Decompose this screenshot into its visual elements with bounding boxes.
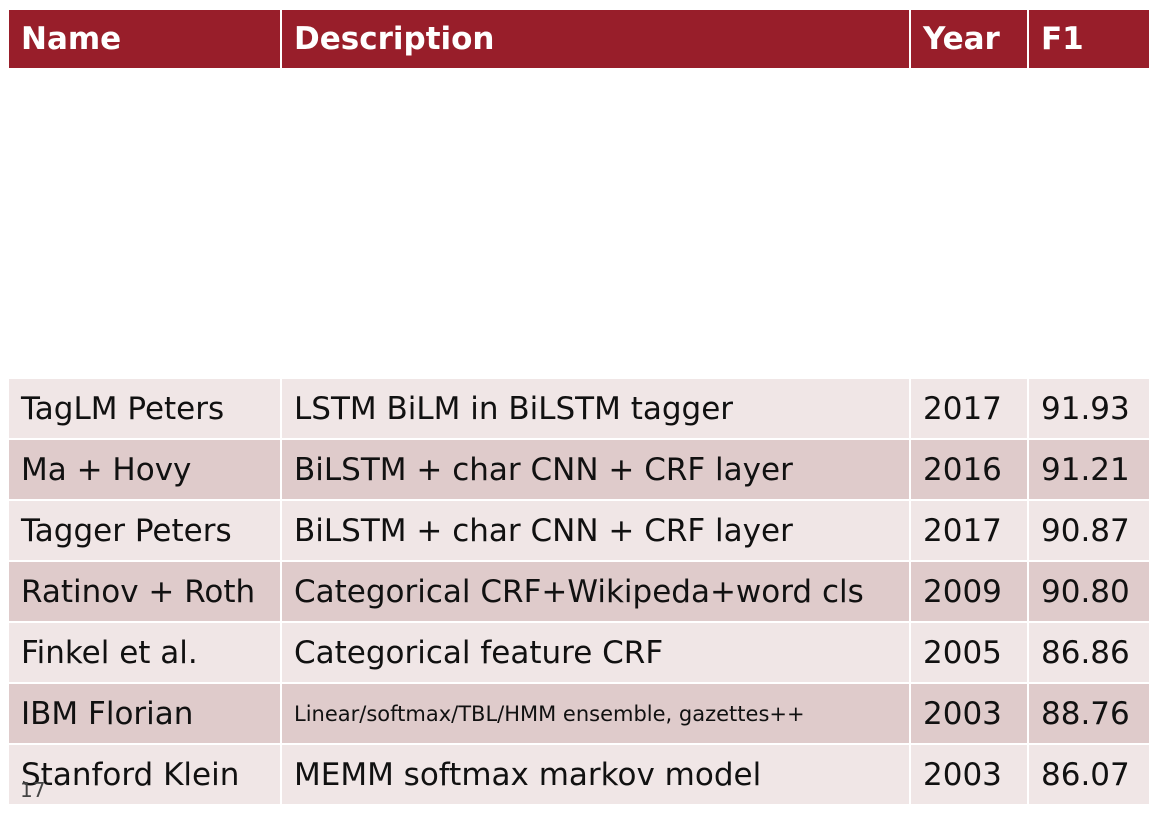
- table-row: TagLM Peters LSTM BiLM in BiLSTM tagger …: [9, 377, 1149, 438]
- table-row: Finkel et al. Categorical feature CRF 20…: [9, 621, 1149, 682]
- cell-description: BiLSTM + char CNN + CRF layer: [282, 501, 911, 560]
- cell-f1: 86.07: [1029, 745, 1149, 804]
- table-row: Stanford Klein MEMM softmax markov model…: [9, 743, 1149, 804]
- cell-f1: 91.93: [1029, 379, 1149, 438]
- cell-name: IBM Florian: [9, 684, 282, 743]
- cell-name: Tagger Peters: [9, 501, 282, 560]
- cell-f1: 86.86: [1029, 623, 1149, 682]
- cell-year: 2003: [911, 684, 1029, 743]
- cell-description: Categorical CRF+Wikipeda+word cls: [282, 562, 911, 621]
- header-name: Name: [9, 10, 282, 68]
- cell-year: 2016: [911, 440, 1029, 499]
- cell-name: Finkel et al.: [9, 623, 282, 682]
- header-description: Description: [282, 10, 911, 68]
- cell-year: 2005: [911, 623, 1029, 682]
- cell-description: Linear/softmax/TBL/HMM ensemble, gazette…: [282, 684, 911, 743]
- cell-f1: 90.80: [1029, 562, 1149, 621]
- slide-number: 17: [20, 778, 46, 802]
- cell-year: 2009: [911, 562, 1029, 621]
- cell-description: Categorical feature CRF: [282, 623, 911, 682]
- cell-name: Ratinov + Roth: [9, 562, 282, 621]
- cell-f1: 88.76: [1029, 684, 1149, 743]
- cell-f1: 91.21: [1029, 440, 1149, 499]
- table-row: Ma + Hovy BiLSTM + char CNN + CRF layer …: [9, 438, 1149, 499]
- cell-name: Stanford Klein: [9, 745, 282, 804]
- table-row: Ratinov + Roth Categorical CRF+Wikipeda+…: [9, 560, 1149, 621]
- cell-name: TagLM Peters: [9, 379, 282, 438]
- cell-f1: 90.87: [1029, 501, 1149, 560]
- header-year: Year: [911, 10, 1029, 68]
- cell-description: LSTM BiLM in BiLSTM tagger: [282, 379, 911, 438]
- table-row: Tagger Peters BiLSTM + char CNN + CRF la…: [9, 499, 1149, 560]
- header-f1: F1: [1029, 10, 1149, 68]
- cell-year: 2003: [911, 745, 1029, 804]
- cell-description: MEMM softmax markov model: [282, 745, 911, 804]
- cell-description: BiLSTM + char CNN + CRF layer: [282, 440, 911, 499]
- cell-name: Ma + Hovy: [9, 440, 282, 499]
- table-header-row: Name Description Year F1: [9, 10, 1149, 68]
- cell-year: 2017: [911, 501, 1029, 560]
- table-row: IBM Florian Linear/softmax/TBL/HMM ensem…: [9, 682, 1149, 743]
- cell-year: 2017: [911, 379, 1029, 438]
